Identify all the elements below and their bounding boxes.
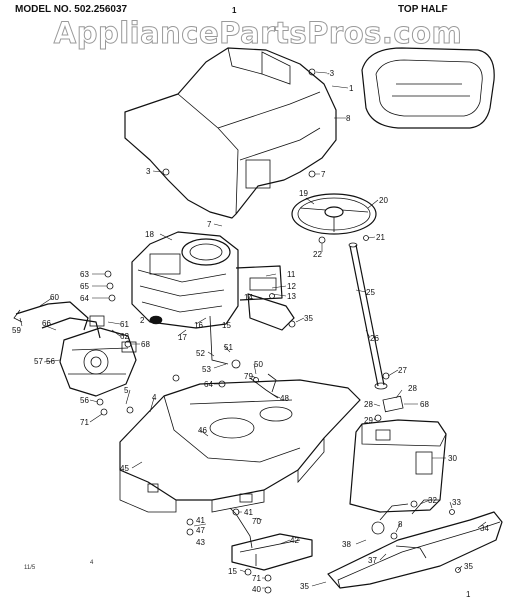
callout-label: 28	[364, 400, 373, 409]
callout-label: 47	[196, 526, 205, 535]
model-number-label: MODEL NO. 502.256037	[15, 4, 128, 15]
callout-label: 37	[368, 556, 377, 565]
callout-label: 14	[244, 293, 253, 302]
callout-label: 20	[379, 196, 388, 205]
engine-part	[131, 231, 295, 331]
callout-label: -3	[327, 69, 335, 78]
callout-label: 38	[342, 540, 351, 549]
mounting-plate-part	[231, 533, 313, 571]
callout-label: 30	[448, 454, 457, 463]
transmission-part	[13, 301, 137, 397]
front-axle-part	[327, 499, 503, 589]
callout-label: 43	[196, 538, 205, 547]
callout-label: 79	[244, 372, 253, 381]
callout-label: 8	[398, 520, 403, 529]
callout-label: 56	[80, 396, 89, 405]
callout-label: 63	[80, 270, 89, 279]
callout-label: 59	[12, 326, 21, 335]
callout-label: 7	[207, 220, 212, 229]
callout-label: 34	[480, 524, 489, 533]
callout-label: 29	[364, 416, 373, 425]
callout-label: 3	[146, 167, 151, 176]
callout-label: 32	[428, 496, 437, 505]
callout-label: 1	[466, 590, 471, 599]
callout-label: 53	[202, 365, 211, 374]
section-label: TOP HALF	[398, 4, 448, 15]
callout-label: 22	[313, 250, 322, 259]
callout-label: 66	[42, 319, 51, 328]
footer-code: 11/5	[24, 565, 36, 571]
callout-label: 71	[252, 574, 261, 583]
callout-label: 68	[141, 340, 150, 349]
callout-label: 46	[198, 426, 207, 435]
callout-label: 26	[370, 334, 379, 343]
callout-label: 21	[376, 233, 385, 242]
callout-label: 56	[46, 357, 55, 366]
callout-label: 7	[321, 170, 326, 179]
callout-label: 68	[420, 400, 429, 409]
callout-label: 25	[366, 288, 375, 297]
callout-label: 50	[254, 360, 263, 369]
callout-label: 2	[140, 316, 145, 325]
callout-label: 15	[228, 567, 237, 576]
callout-label: 5	[124, 386, 129, 395]
fuel-tank-part	[349, 419, 447, 513]
callout-label: 1	[349, 84, 354, 93]
callout-label: 27	[398, 366, 407, 375]
page-marker: 1	[232, 6, 237, 15]
callout-label: 64	[80, 294, 89, 303]
callout-label: 35	[304, 314, 313, 323]
footer-mark: 4	[90, 560, 94, 566]
callout-label: 13	[287, 292, 296, 301]
callout-label: 12	[287, 282, 296, 291]
callout-label: 16	[194, 321, 203, 330]
callout-label: 19	[299, 189, 308, 198]
frame-part	[119, 379, 361, 513]
callout-label: 52	[196, 349, 205, 358]
callout-label: 51	[224, 343, 233, 352]
callout-label: 15	[222, 321, 231, 330]
callout-label: 28	[408, 384, 417, 393]
callout-label: 62	[120, 332, 129, 341]
hood-part	[124, 47, 337, 219]
callout-label: 8	[346, 114, 351, 123]
callout-label: 41	[244, 508, 253, 517]
steering-wheel-part	[291, 193, 377, 235]
callout-label: 4	[152, 393, 157, 402]
callout-label: 40	[252, 585, 261, 594]
callout-label: 64	[204, 380, 213, 389]
callout-label: 42	[290, 536, 299, 545]
watermark: AppliancePartsPros.com	[53, 16, 463, 51]
callout-label: 41	[196, 516, 205, 525]
callout-label: 35	[300, 582, 309, 591]
callout-label: 70	[252, 517, 261, 526]
callout-label: 71	[80, 418, 89, 427]
callout-label: 35	[464, 562, 473, 571]
callout-label: 45	[120, 464, 129, 473]
seat-part	[361, 47, 495, 129]
callout-label: 48	[280, 394, 289, 403]
hardware-items	[96, 68, 461, 594]
callout-numbers: -3 1 8 3 7 19 20 7 18 21 22 63 65 64 60 …	[12, 69, 489, 599]
callout-label: 57	[34, 357, 43, 366]
callout-label: 61	[120, 320, 129, 329]
callout-label: 60	[50, 293, 59, 302]
callout-label: 17	[178, 333, 187, 342]
steering-shaft-part	[348, 242, 388, 390]
callout-label: 33	[452, 498, 461, 507]
callout-label: 11	[287, 270, 296, 279]
callout-label: 65	[80, 282, 89, 291]
callout-label: 18	[145, 230, 154, 239]
